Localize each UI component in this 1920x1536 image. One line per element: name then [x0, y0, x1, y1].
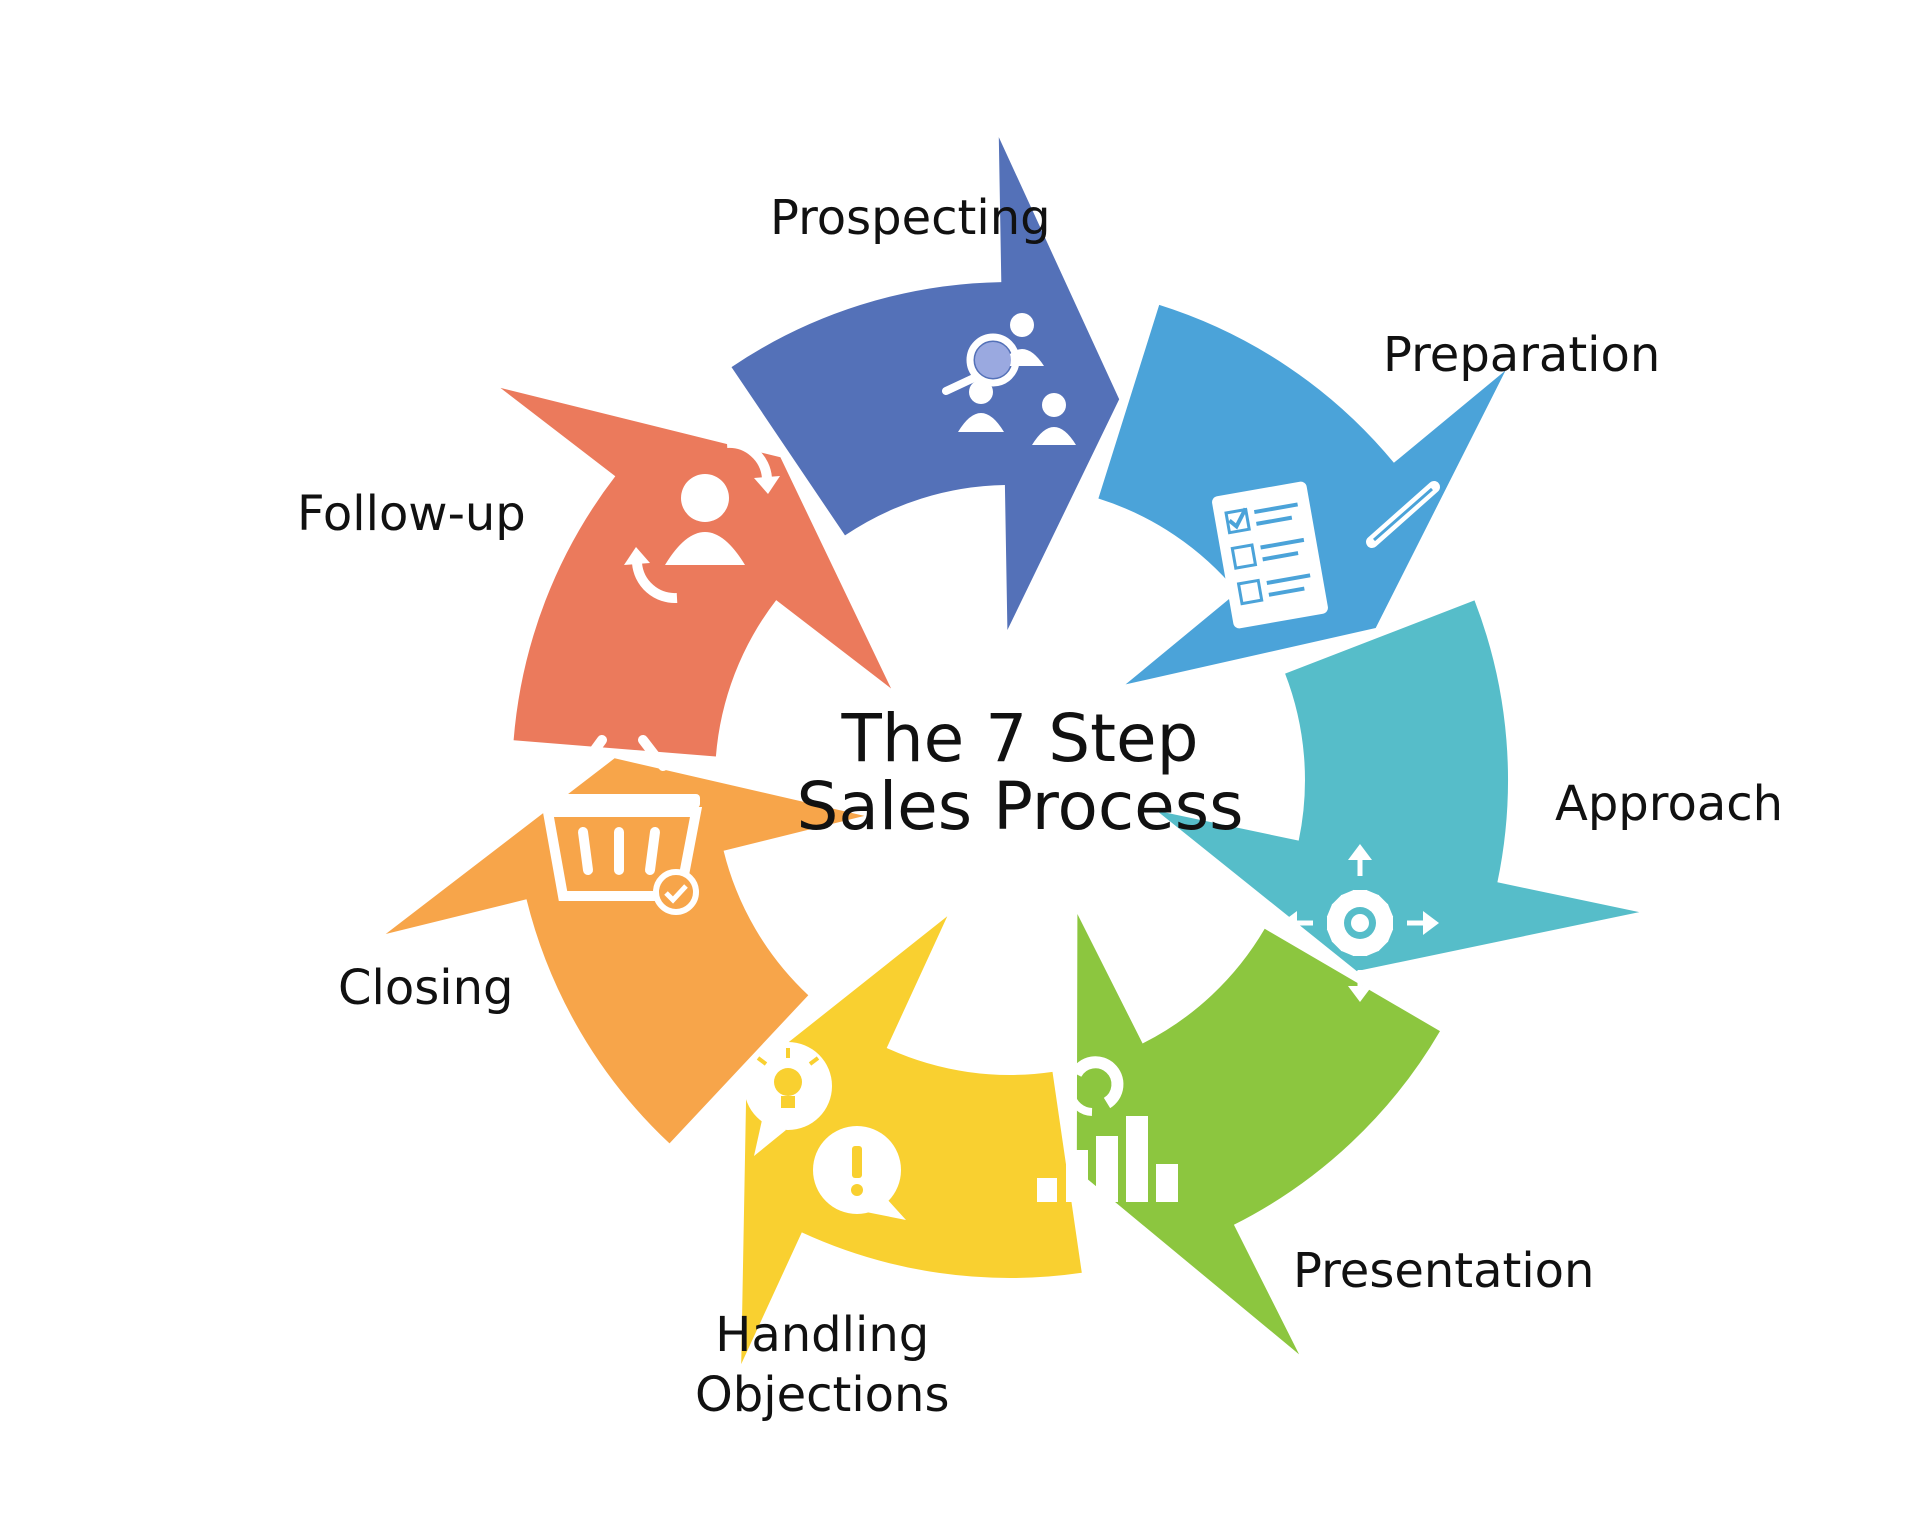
idea-question-bubbles-icon	[744, 1042, 906, 1220]
diagram-title-line1: The 7 Step	[841, 700, 1199, 777]
arrow-segment-presentation	[1076, 914, 1440, 1355]
step-label-prospecting: Prospecting	[770, 190, 1051, 246]
step-label-handling-line1: Handling	[715, 1307, 930, 1363]
person-cycle-icon	[624, 437, 780, 604]
arrow-segment-follow-up	[500, 387, 892, 757]
step-label-handling-objections: Handling Objections	[695, 1305, 949, 1425]
step-label-handling-line2: Objections	[695, 1367, 950, 1423]
arrow-segment-handling-objections	[741, 916, 1082, 1365]
shopping-basket-check-icon	[536, 735, 703, 915]
arrow-segment-closing	[385, 758, 865, 1144]
step-label-approach: Approach	[1555, 776, 1784, 832]
step-label-follow-up: Follow-up	[297, 486, 526, 542]
arrow-segment-prospecting	[731, 137, 1120, 630]
checklist-pen-icon	[1212, 481, 1440, 629]
step-label-closing: Closing	[338, 960, 514, 1016]
step-label-preparation: Preparation	[1383, 327, 1661, 383]
diagram-title: The 7 Step Sales Process	[760, 705, 1280, 841]
diagram-title-line2: Sales Process	[796, 768, 1244, 845]
gear-arrows-icon	[1281, 844, 1439, 1002]
chart-presentation-icon	[1037, 1056, 1178, 1202]
people-search-icon	[942, 313, 1076, 445]
arrow-segment-approach	[1156, 600, 1640, 972]
step-label-presentation: Presentation	[1293, 1243, 1595, 1299]
